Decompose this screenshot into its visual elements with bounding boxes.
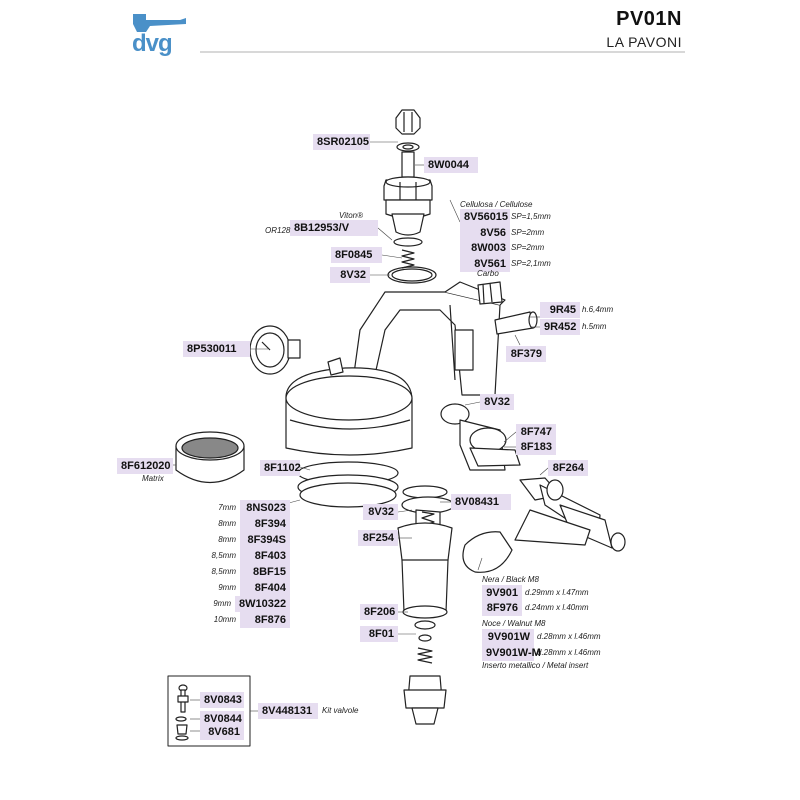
brand-subtitle: LA PAVONI (606, 34, 682, 50)
note-size: 8mm (218, 535, 236, 544)
part-label[interactable]: 8V32 (480, 394, 514, 410)
note-dimension: d.28mm x l.46mm (537, 632, 601, 641)
part-label[interactable]: 8B12953/V (290, 220, 378, 236)
note-knob-black: Nera / Black M8 (482, 575, 539, 584)
part-label[interactable]: 8F876 (240, 612, 290, 628)
note-knob-walnut: Noce / Walnut M8 (482, 619, 546, 628)
note-cellulose: Cellulosa / Cellulose (460, 200, 533, 209)
note-carbo: Carbo (477, 269, 499, 278)
part-label[interactable]: 8V0844 (200, 711, 244, 727)
part-label[interactable]: 8V0843 (200, 692, 244, 708)
part-label[interactable]: 9R45 (540, 302, 580, 318)
part-label[interactable]: 9V901 (482, 585, 522, 601)
part-label[interactable]: 8F747 (516, 424, 556, 440)
dvg-logo-mark (133, 14, 186, 32)
part-label[interactable]: 8F206 (360, 604, 398, 620)
part-label[interactable]: 8V08431 (451, 494, 511, 510)
part-label[interactable]: 8W10322 (235, 596, 290, 612)
note-matrix: Matrix (142, 474, 164, 483)
part-label[interactable]: 8F183 (516, 439, 556, 455)
note-size: 8,5mm (211, 567, 236, 576)
part-label[interactable]: 8F0845 (331, 247, 382, 263)
part-label[interactable]: 8V681 (200, 724, 244, 740)
part-label[interactable]: 8F1102 (260, 460, 301, 476)
part-label[interactable]: 8F379 (506, 346, 546, 362)
top-cap-part (395, 109, 421, 135)
note-size: 9mm (218, 583, 236, 592)
pressure-gauge-part (249, 325, 301, 375)
part-label[interactable]: 9V901W (482, 629, 534, 645)
note-size: 8mm (218, 519, 236, 528)
note-thickness: SP=2,1mm (511, 259, 551, 268)
note-thickness: SP=1,5mm (511, 212, 551, 221)
part-label[interactable]: 8V32 (330, 267, 370, 283)
part-label[interactable]: 8NS023 (240, 500, 290, 516)
part-label[interactable]: 8V561 (460, 256, 510, 272)
part-label[interactable]: 8F254 (358, 530, 398, 546)
note-height: h.6,4mm (582, 305, 614, 314)
part-label[interactable]: 8F403 (240, 548, 290, 564)
note-metal-insert: Inserto metallico / Metal insert (482, 661, 589, 670)
group-body-part (285, 281, 538, 456)
part-label[interactable]: 8W003 (460, 240, 510, 256)
valve-kit-parts (175, 684, 189, 741)
note-height: h.5mm (582, 322, 607, 331)
note-dimension: d.28mm x l.46mm (537, 648, 601, 657)
note-size: 7mm (218, 503, 236, 512)
part-label[interactable]: 8P530011 (183, 341, 250, 357)
note-dimension: d.29mm x l.47mm (525, 588, 589, 597)
note-or128: OR128 (265, 226, 291, 235)
part-label[interactable]: 8V448131 (258, 703, 318, 719)
dvg-logo-text: dvg (132, 30, 173, 57)
part-label[interactable]: 8V32 (363, 504, 398, 520)
part-label[interactable]: 8F394 (240, 516, 290, 532)
part-label[interactable]: 8F404 (240, 580, 290, 596)
model-title: PV01N (616, 8, 682, 30)
note-size: 9mm (213, 599, 231, 608)
filter-screen-part (175, 431, 245, 483)
part-label[interactable]: 9R452 (540, 319, 580, 335)
part-label[interactable]: 8V56 (460, 225, 510, 241)
part-label[interactable]: 8SR02105 (313, 134, 370, 150)
part-label[interactable]: 8F01 (360, 626, 398, 642)
part-label[interactable]: 8F612020 (117, 458, 173, 474)
part-label[interactable]: 8F264 (548, 460, 588, 476)
note-size: 10mm (213, 615, 236, 624)
note-thickness: SP=2mm (511, 228, 545, 237)
note-size: 8,5mm (211, 551, 236, 560)
note-valve-kit: Kit valvole (322, 706, 359, 715)
part-label[interactable]: 8F394S (240, 532, 290, 548)
part-label[interactable]: 9V901W-M (482, 645, 541, 661)
note-thickness: SP=2mm (511, 243, 545, 252)
note-viton: Viton® (339, 211, 363, 220)
part-label[interactable]: 8V56015 (460, 209, 510, 225)
note-dimension: d.24mm x l.40mm (525, 603, 589, 612)
part-label[interactable]: 8W0044 (424, 157, 478, 173)
part-label[interactable]: 8F976 (482, 600, 522, 616)
part-label[interactable]: 8BF15 (240, 564, 290, 580)
